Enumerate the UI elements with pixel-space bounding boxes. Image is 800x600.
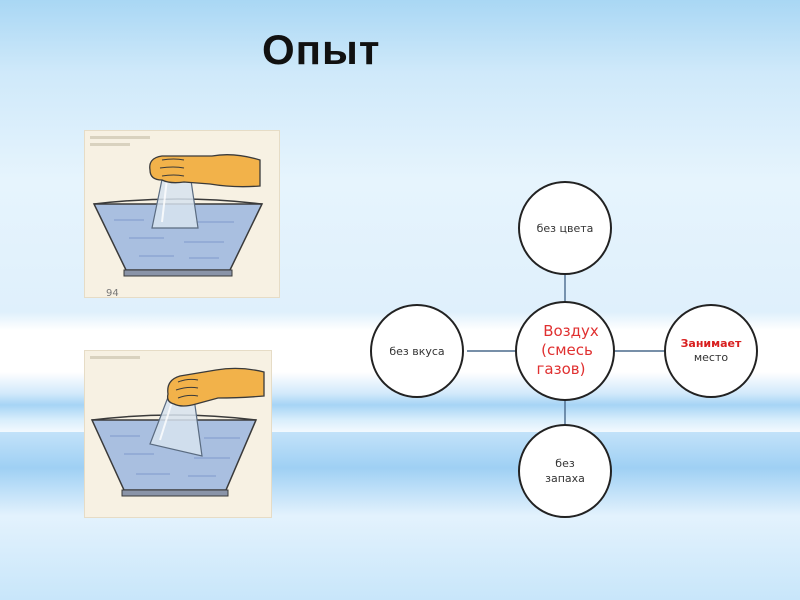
slide-title: Опыт [262,26,381,73]
node-top: без цвета [518,181,612,275]
node-right: Занимает место [664,304,758,398]
node-top-label: без цвета [537,222,594,235]
page-number-fragment: 94 [106,288,119,298]
experiment-illustration-tilted-glass [84,350,272,518]
node-center-label-line1: Воздух [543,322,599,340]
node-center-label-line3: газов) [537,360,586,378]
node-center: Воздух (смесь газов) [515,301,615,401]
node-bottom-label-line2: запаха [545,472,585,485]
node-bottom: без запаха [518,424,612,518]
node-right-label-line1: Занимает [681,337,742,350]
node-bottom-label-line1: без [555,457,575,470]
node-right-label-line2: место [694,351,729,364]
node-left: без вкуса [370,304,464,398]
experiment-illustration-vertical-glass: 94 [84,130,280,298]
node-left-label: без вкуса [389,345,444,358]
node-center-label-line2: (смесь [541,341,593,359]
